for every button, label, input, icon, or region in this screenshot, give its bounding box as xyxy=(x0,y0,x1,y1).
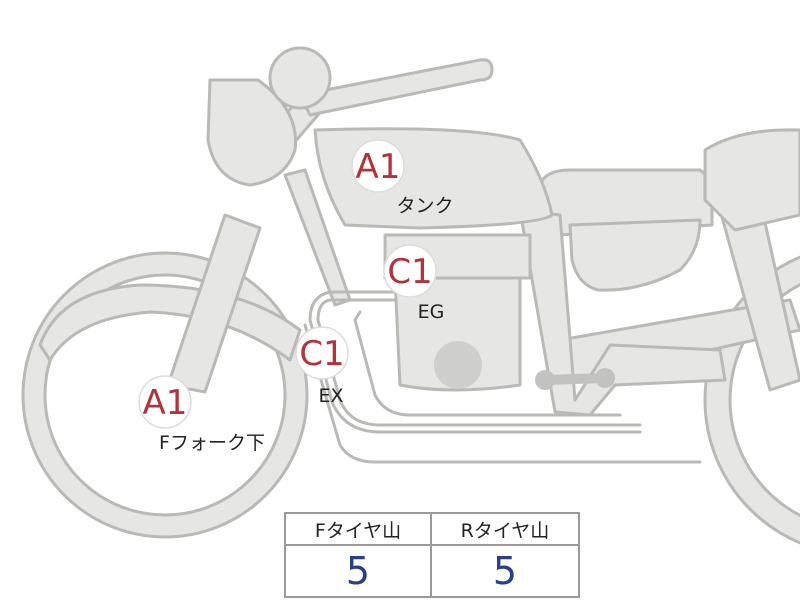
exhaust-grade: C1 xyxy=(299,334,344,374)
mirror xyxy=(268,46,332,110)
rear-tire-tread-value: 5 xyxy=(492,549,518,593)
front-fork-grade-badge xyxy=(138,375,192,429)
front-fork-tube xyxy=(166,213,262,394)
front-fork-grade: A1 xyxy=(143,383,188,423)
exhaust-pipe-lower xyxy=(353,310,622,417)
engine-block xyxy=(383,233,532,392)
engine-grade: C1 xyxy=(387,252,432,292)
front-tire-tread-value: 5 xyxy=(286,546,432,596)
exhaust-pipe-outer xyxy=(303,323,702,464)
tank-label: タンク xyxy=(396,195,453,217)
engine-label: EG xyxy=(418,301,445,323)
footpeg xyxy=(540,373,610,385)
exhaust-grade-badge xyxy=(295,326,349,380)
rear-tire-tread-header: Rタイヤ山 xyxy=(432,514,578,546)
exhaust-label: EX xyxy=(318,385,343,407)
tank-grade-badge xyxy=(351,139,405,193)
rear-fender xyxy=(703,128,800,232)
front-fork-label: Fフォーク下 xyxy=(159,432,265,454)
front-tire-tread-header: Fタイヤ山 xyxy=(286,514,432,546)
handlebar xyxy=(298,58,494,117)
engine-grade-badge xyxy=(383,244,437,298)
tank-grade: A1 xyxy=(356,147,401,187)
side-cover xyxy=(568,218,702,292)
tire-tread-table: Fタイヤ山 Rタイヤ山 5 5 xyxy=(284,512,580,598)
